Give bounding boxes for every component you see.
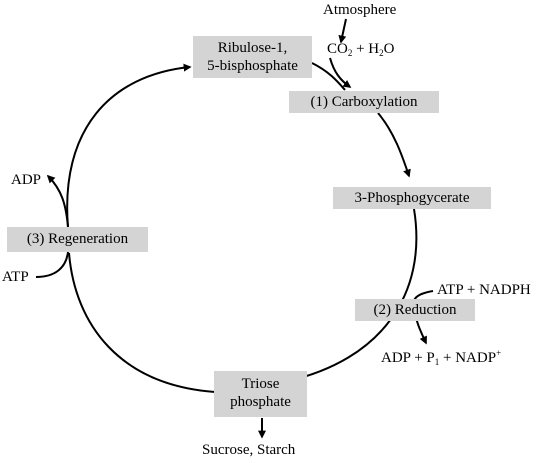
atmosphere-label: Atmosphere — [323, 1, 396, 19]
rubp-box: Ribulose-1, 5-bisphosphate — [193, 36, 312, 78]
regeneration-atp-input — [35, 251, 69, 278]
regeneration-box: (3) Regeneration — [7, 227, 148, 252]
adp-p-nadp-label: ADP + P1 + NADP+ — [381, 349, 501, 367]
adp-label: ADP — [11, 171, 41, 189]
co2-input-arrow — [329, 57, 352, 88]
regeneration-adp-output — [46, 174, 69, 228]
co2-subscript: 2 — [347, 48, 353, 58]
sucrose-starch-label: Sucrose, Starch — [202, 441, 295, 459]
carboxylation-to-pga-arrow — [377, 112, 411, 178]
rubp-line2: 5-bisphosphate — [207, 58, 298, 74]
atp-nadph-text: ATP + NADPH — [437, 282, 531, 298]
adp-text: ADP — [11, 172, 42, 188]
p-subscript: 1 — [434, 357, 440, 367]
o-text: O — [383, 41, 395, 57]
pga-label: 3-Phosphogycerate — [354, 190, 470, 206]
co-text: CO — [327, 41, 348, 57]
adp-p-text: ADP + P — [381, 350, 435, 366]
regeneration-label: (3) Regeneration — [26, 231, 129, 247]
rubp-line1: Ribulose-1, — [217, 40, 288, 56]
reduction-box: (2) Reduction — [355, 299, 475, 321]
carboxylation-label: (1) Carboxylation — [310, 94, 418, 110]
rubp-to-carboxylation-arrow — [311, 62, 346, 91]
triose-box: Triose phosphate — [214, 371, 307, 417]
plus-nadp-text: + NADP — [439, 350, 497, 366]
atmosphere-arrow — [338, 18, 347, 44]
triose-to-regeneration-arc — [68, 252, 216, 393]
co2-h2o-label: CO2 + H2O — [327, 40, 394, 58]
reduction-label: (2) Reduction — [373, 302, 457, 318]
triose-line2: phosphate — [230, 394, 291, 410]
nadp-superscript: + — [496, 348, 502, 358]
carboxylation-box: (1) Carboxylation — [289, 91, 439, 113]
atmosphere-text: Atmosphere — [323, 2, 397, 18]
triose-line1: Triose — [241, 376, 280, 392]
atp-text: ATP — [2, 269, 29, 285]
atp-nadph-label: ATP + NADPH — [437, 281, 531, 299]
pga-box: 3-Phosphogycerate — [333, 187, 491, 209]
atp-label: ATP — [2, 268, 29, 286]
regeneration-to-rubp-arc — [66, 63, 192, 228]
sucrose-starch-text: Sucrose, Starch — [202, 442, 296, 458]
plus-h-text: + H — [352, 41, 380, 57]
h2o-subscript: 2 — [379, 48, 384, 58]
